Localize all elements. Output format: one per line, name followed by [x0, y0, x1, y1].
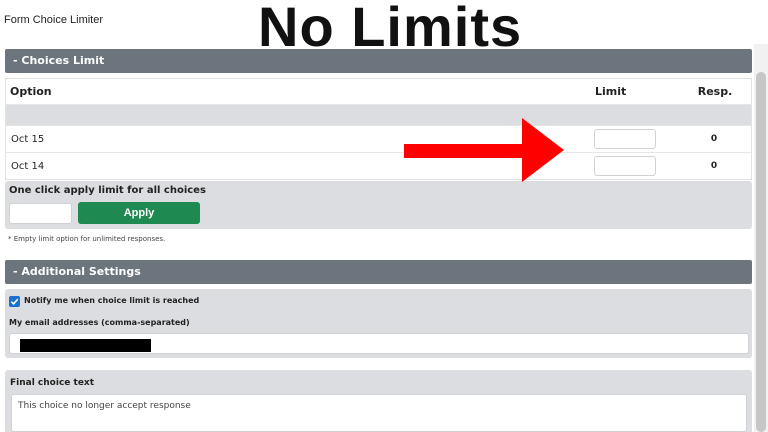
row-resp: 0 — [710, 161, 718, 171]
column-option: Option — [10, 85, 52, 98]
choices-limit-header[interactable]: - Choices Limit — [5, 49, 752, 73]
redacted-email — [20, 339, 151, 352]
limit-input[interactable] — [594, 156, 656, 176]
bulk-apply-label: One click apply limit for all choices — [9, 185, 206, 196]
final-choice-label: Final choice text — [10, 378, 95, 388]
table-row: Oct 15 0 — [6, 125, 751, 152]
bulk-apply-panel: One click apply limit for all choices Ap… — [5, 181, 752, 229]
column-limit: Limit — [595, 85, 627, 98]
empty-limit-note: * Empty limit option for unlimited respo… — [8, 235, 166, 243]
apply-button[interactable]: Apply — [78, 202, 200, 224]
checkmark-icon — [10, 298, 19, 306]
notify-checkbox[interactable] — [9, 296, 20, 307]
limit-input[interactable] — [594, 129, 656, 149]
right-arrow-icon — [404, 118, 564, 182]
bulk-limit-input[interactable] — [9, 203, 72, 224]
choices-table: Option Limit Resp. Oct 15 0 Oct 14 0 — [5, 78, 752, 180]
row-option: Oct 14 — [11, 160, 45, 172]
email-input[interactable] — [9, 333, 749, 354]
final-choice-panel: Final choice text This choice no longer … — [5, 370, 752, 432]
additional-settings-header[interactable]: - Additional Settings — [5, 260, 752, 284]
scrollbar-thumb[interactable] — [756, 72, 766, 432]
table-row: Oct 14 0 — [6, 152, 751, 179]
app-title: Form Choice Limiter — [4, 14, 104, 26]
row-resp: 0 — [710, 134, 718, 144]
notify-label: Notify me when choice limit is reached — [24, 296, 200, 305]
overlay-title: No Limits — [258, 0, 523, 58]
row-option: Oct 15 — [11, 133, 45, 145]
table-spacer-row — [6, 105, 751, 125]
column-resp: Resp. — [697, 85, 733, 98]
row-limit-cell — [594, 156, 684, 176]
final-choice-textarea[interactable]: This choice no longer accept response — [11, 394, 747, 432]
notify-panel: Notify me when choice limit is reached M… — [5, 289, 752, 358]
row-limit-cell — [594, 129, 684, 149]
table-header: Option Limit Resp. — [6, 79, 751, 105]
email-label: My email addresses (comma-separated) — [9, 318, 190, 327]
